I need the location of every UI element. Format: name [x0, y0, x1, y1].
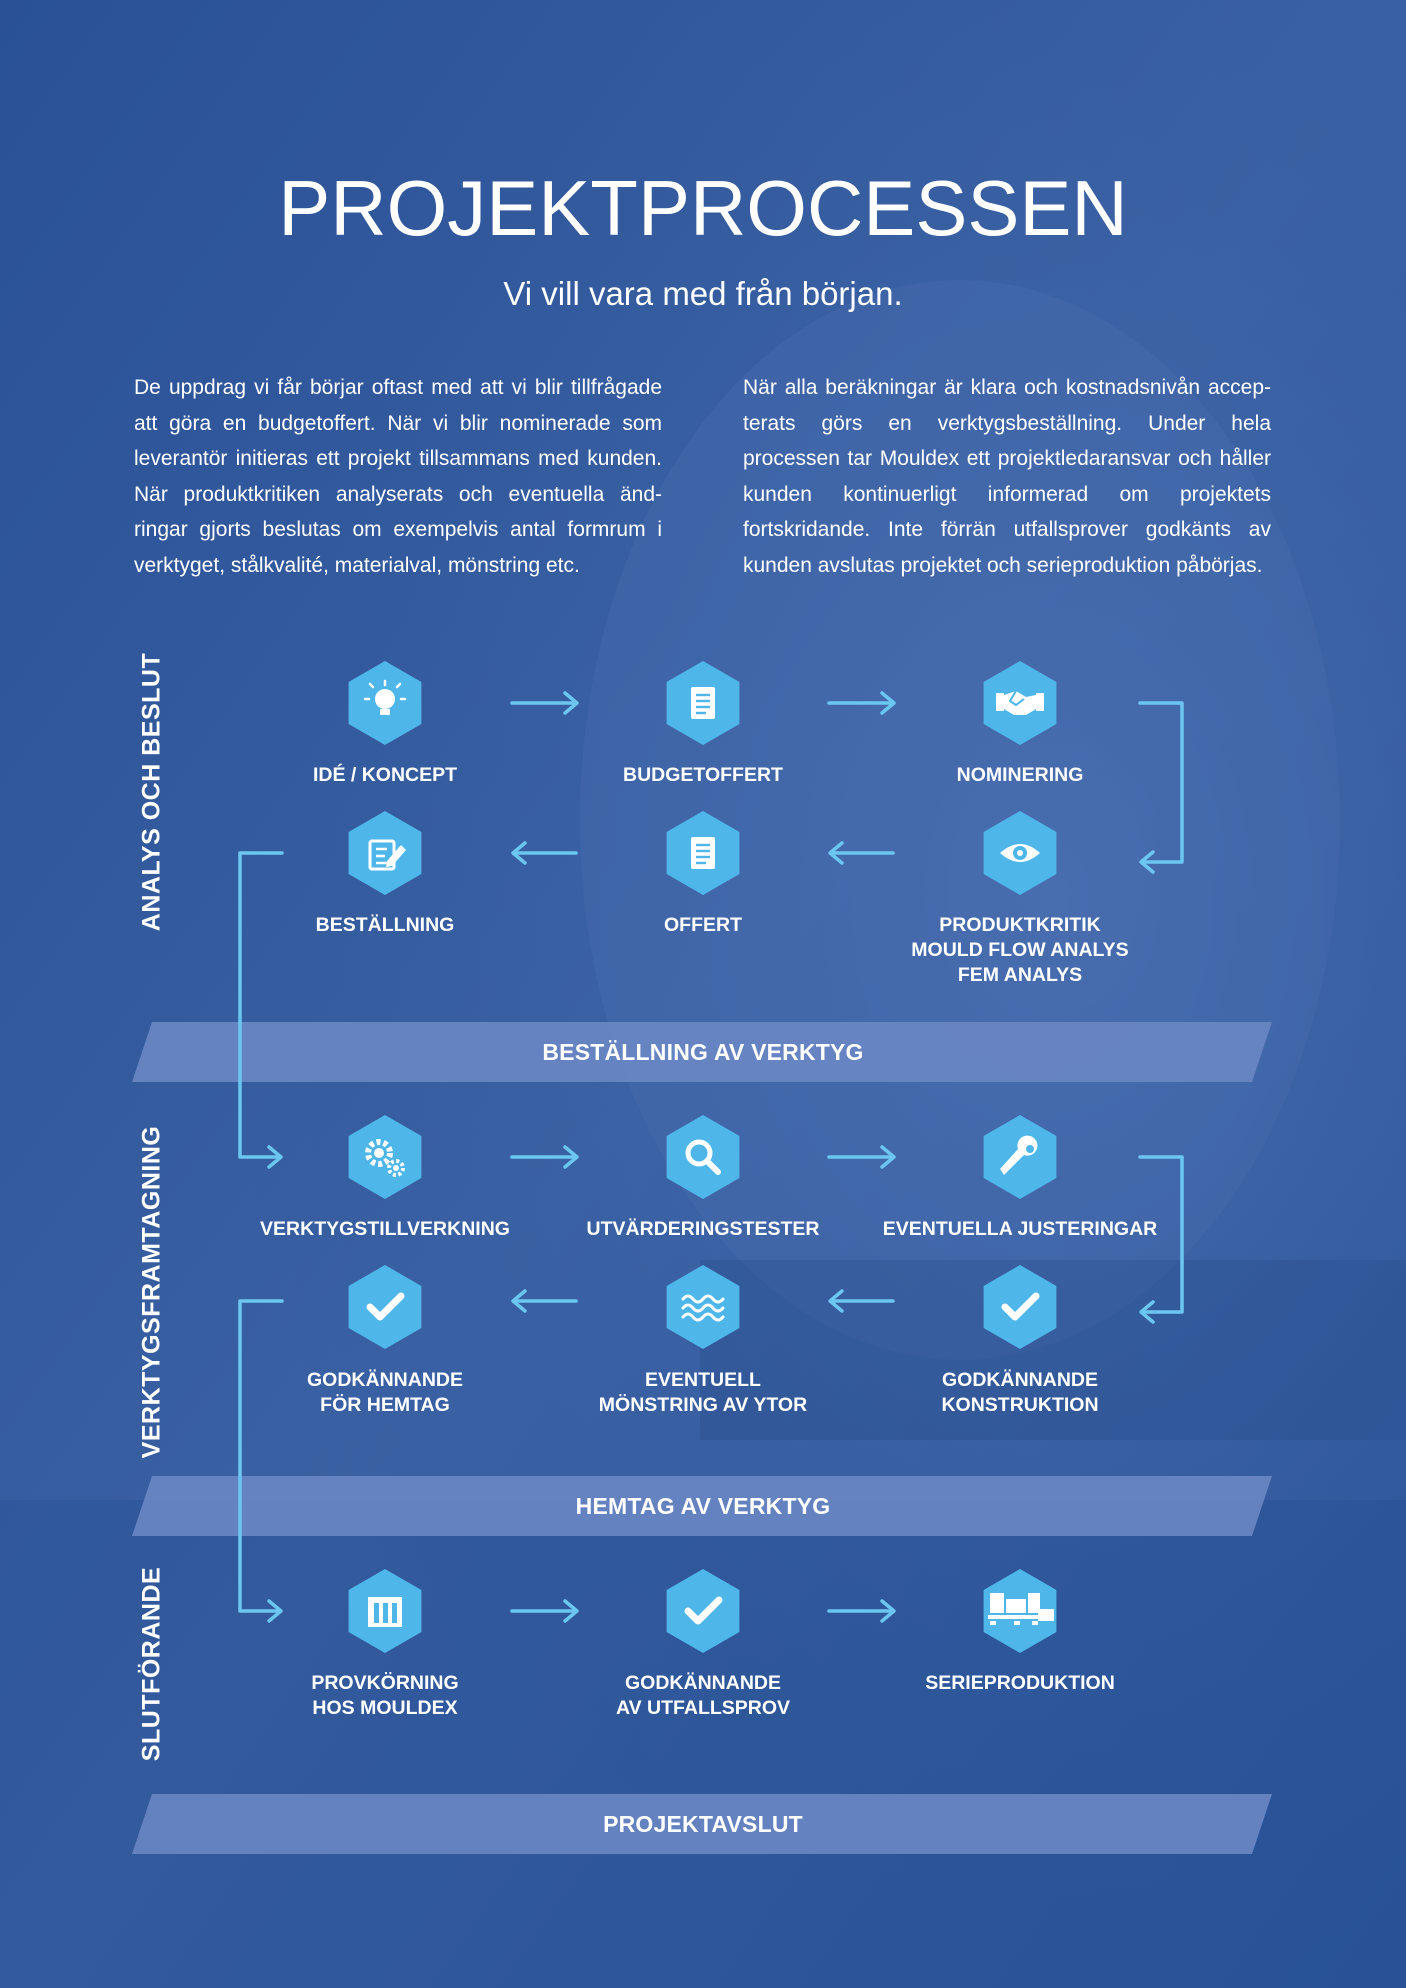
document-icon [691, 837, 715, 869]
step-node [348, 1115, 422, 1199]
gears-icon [365, 1139, 405, 1177]
step-label-bestallning: BESTÄLLNING [315, 914, 455, 936]
step-label-offert: OFFERT [664, 914, 742, 936]
step-hexagon [348, 1115, 422, 1199]
step-label-serieproduktion: SERIEPRODUKTION [925, 1672, 1115, 1694]
waves-icon [681, 1294, 725, 1322]
step-hexagon [348, 1265, 422, 1349]
check-icon [684, 1596, 723, 1625]
step-hexagon [666, 1569, 740, 1653]
eye-icon [1000, 844, 1040, 862]
step-node [983, 1115, 1057, 1199]
arrow-left [828, 841, 895, 865]
step-node [348, 1265, 422, 1349]
document-icon [691, 687, 715, 719]
step-node [983, 661, 1057, 745]
band-label-bestallning: BESTÄLLNING AV VERKTYG [542, 1039, 864, 1065]
step-node [983, 1569, 1057, 1653]
connector-justeringar-to-konstruktion [1138, 1155, 1184, 1324]
mouldex-logo-icon [368, 1597, 402, 1627]
band-bestallning-av-verktyg [132, 1022, 1272, 1082]
step-label-budgetoffert: BUDGETOFFERT [623, 764, 783, 786]
band-label-projektavslut: PROJEKTAVSLUT [603, 1811, 803, 1837]
arrow-right [827, 1145, 896, 1169]
arrow-right [510, 1145, 579, 1169]
connector-nominering-to-produktkritik [1138, 701, 1184, 874]
step-node [666, 1569, 740, 1653]
check-icon [366, 1292, 405, 1321]
step-node [666, 661, 740, 745]
handshake-icon [996, 690, 1044, 715]
step-label-eventuella-justeringar: EVENTUELLA JUSTERINGAR [882, 1218, 1158, 1240]
pallet-icon [988, 1593, 1054, 1625]
step-node [348, 661, 422, 745]
step-hexagon [666, 1115, 740, 1199]
lightbulb-icon [363, 679, 407, 715]
step-label-ide-koncept: IDÉ / KONCEPT [312, 764, 458, 786]
wrench-icon [1000, 1135, 1038, 1175]
intro-text-left: De uppdrag vi får börjar oftast med att … [134, 376, 662, 577]
check-icon [1001, 1292, 1040, 1321]
arrow-right [510, 691, 579, 715]
edit-icon [368, 839, 406, 871]
page-subtitle: Vi vill vara med från början. [503, 275, 903, 312]
step-node [666, 1115, 740, 1199]
band-hemtag-av-verktyg [132, 1476, 1272, 1536]
step-node [983, 811, 1057, 895]
arrow-right [510, 1599, 579, 1623]
arrow-right [827, 1599, 896, 1623]
arrow-left [828, 1289, 895, 1313]
magnifier-icon [685, 1139, 721, 1175]
step-node [666, 811, 740, 895]
step-label-verktygstillverkning: VERKTYGSTILLVERKNING [260, 1218, 510, 1240]
step-node [983, 1265, 1057, 1349]
step-label-nominering: NOMINERING [956, 764, 1084, 786]
arrow-left [511, 1289, 578, 1313]
connector-bestallning-to-verktygstillverkning [238, 851, 284, 1169]
page-title: PROJEKTPROCESSEN [278, 164, 1128, 252]
step-label-utvarderingstester: UTVÄRDERINGSTESTER [586, 1218, 820, 1240]
step-node [348, 1569, 422, 1653]
step-node [666, 1265, 740, 1349]
arrow-left [511, 841, 578, 865]
band-projektavslut [132, 1794, 1272, 1854]
arrow-right [827, 691, 896, 715]
step-hexagon [983, 1265, 1057, 1349]
step-hexagon [348, 811, 422, 895]
band-label-hemtag: HEMTAG AV VERKTYG [575, 1493, 831, 1519]
connector-hemtag-to-provkorning [238, 1299, 284, 1623]
intro-text-right: När alla beräkningar är klara och kostna… [743, 376, 1271, 577]
step-node [348, 811, 422, 895]
